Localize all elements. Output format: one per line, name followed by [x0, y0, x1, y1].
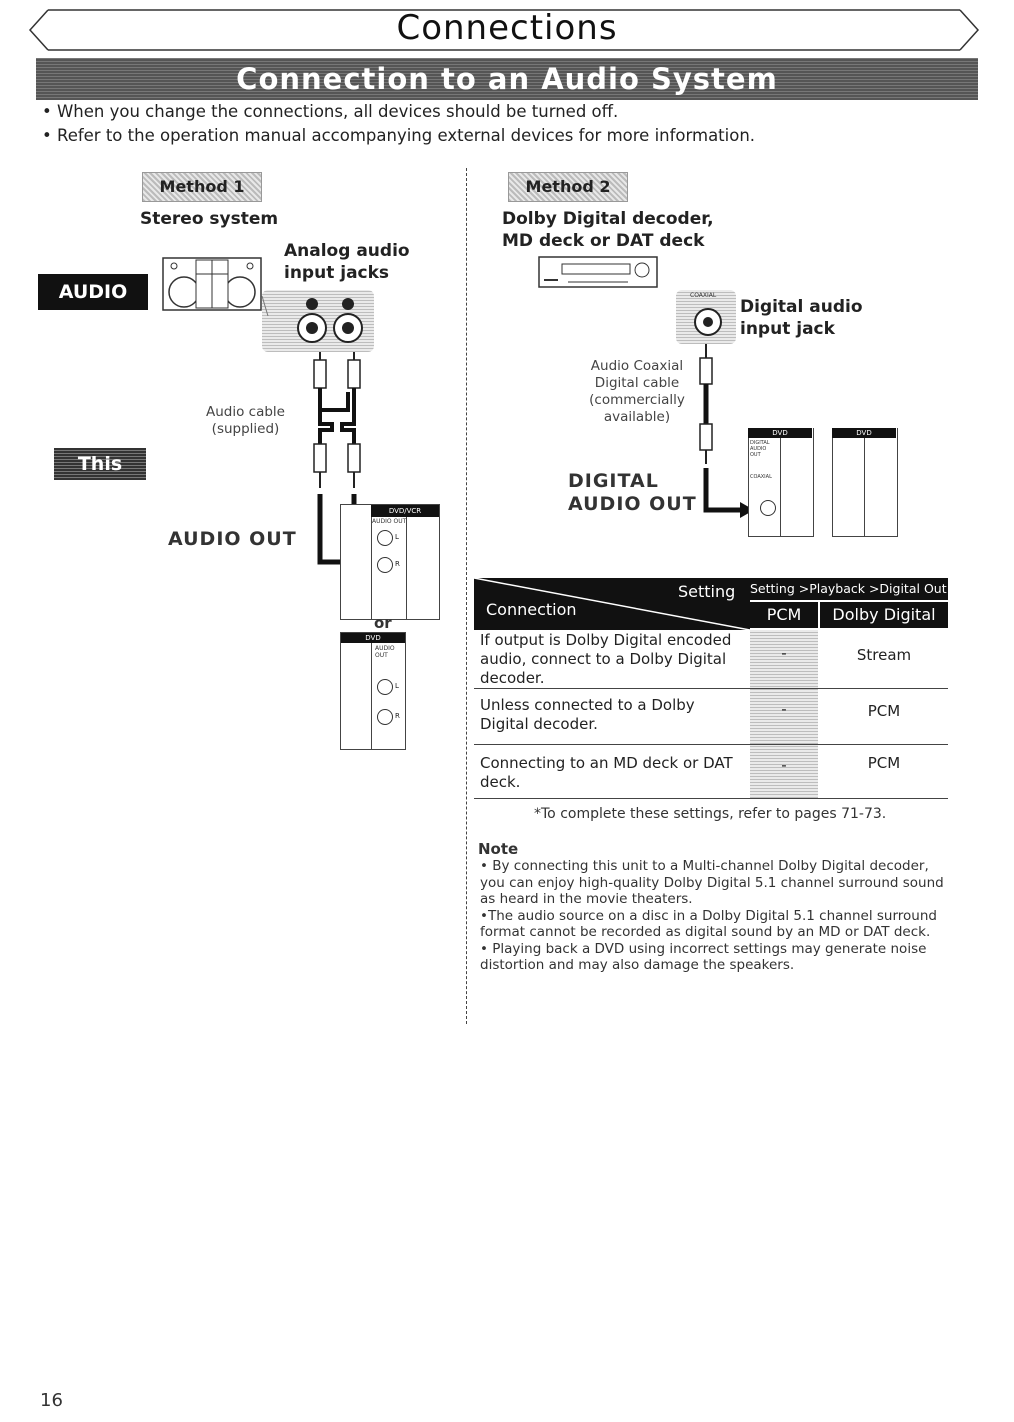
- analog-jacks-line1: Analog audio: [284, 241, 410, 261]
- or-label: or: [374, 614, 392, 632]
- method2-badge: Method 2: [508, 172, 628, 202]
- analog-jacks-label: Analog audio input jacks: [284, 240, 410, 284]
- device-coaxial-tag: COAXIAL: [690, 292, 717, 299]
- audio-cable-line2: (supplied): [211, 421, 280, 437]
- method2-device-line2: MD deck or DAT deck: [502, 231, 705, 251]
- col-pcm: PCM: [750, 602, 818, 628]
- unit-panel-column: [371, 517, 407, 619]
- jack-l: [377, 530, 393, 546]
- jack-r: [377, 557, 393, 573]
- digital-out-line2: AUDIO OUT: [568, 493, 697, 515]
- coax-cable-line2: Digital cable: [594, 375, 680, 391]
- unit-digital-divider-2: [864, 438, 865, 536]
- page-title: Connections: [396, 8, 618, 48]
- digital-jack-line2: input jack: [740, 319, 835, 339]
- row-pcm-value: -: [781, 644, 787, 662]
- table-row: If output is Dolby Digital encoded audio…: [474, 630, 948, 689]
- row-connection-text: Unless connected to a Dolby Digital deco…: [480, 696, 695, 733]
- settings-table-body: If output is Dolby Digital encoded audio…: [474, 630, 948, 799]
- audio-tag: AUDIO: [38, 274, 148, 310]
- unit-digital-header: DVD: [748, 428, 812, 438]
- note-item: • By connecting this unit to a Multi-cha…: [480, 858, 944, 907]
- setting-header-label: Setting: [678, 582, 736, 601]
- audio-out-label: AUDIO OUT: [168, 528, 297, 550]
- this-unit-tag: This unit: [54, 448, 146, 507]
- audio-cable-line1: Audio cable: [206, 404, 285, 420]
- col-dolby-digital: Dolby Digital: [820, 602, 948, 628]
- settings-path: Setting >Playback >Digital Out >: [750, 578, 961, 600]
- pcm-column-shade: [750, 630, 818, 798]
- unit-panel-digital: DVD DIGITAL AUDIO OUT COAXIAL DVD: [748, 428, 898, 537]
- row-pcm-value: -: [781, 700, 787, 718]
- unit-jack-label: AUDIO OUT: [372, 518, 407, 525]
- unit-digital-divider: [780, 438, 781, 536]
- digital-jack-label: Digital audio input jack: [740, 296, 863, 340]
- row-dolby-value: PCM: [867, 702, 901, 720]
- setting-connection-header: [474, 578, 750, 630]
- note-list: • By connecting this unit to a Multi-cha…: [480, 858, 950, 974]
- unit2-panel-column: [371, 643, 406, 749]
- table-row: Connecting to an MD deck or DAT deck. - …: [474, 744, 948, 799]
- unit2-jack-r: [377, 709, 393, 725]
- digital-out-label: DIGITAL AUDIO OUT: [568, 470, 697, 516]
- coaxial-jack-icon: [694, 308, 722, 336]
- unit-panel-dvdvcr: DVD/VCR AUDIO OUT L R: [340, 504, 440, 620]
- unit-panel-dvd: DVD AUDIO OUT L R: [340, 632, 406, 750]
- coax-cable-line4: available): [603, 409, 671, 425]
- table-row: Unless connected to a Dolby Digital deco…: [474, 688, 948, 745]
- title-frame: [28, 9, 980, 51]
- method1-device-label: Stereo system: [140, 209, 279, 229]
- jack-l-label: L: [395, 533, 399, 541]
- unit-coaxial-jack: [760, 500, 776, 516]
- unit2-jack-l: [377, 679, 393, 695]
- unit-coaxial-label: COAXIAL: [750, 474, 772, 480]
- note-title: Note: [478, 840, 519, 858]
- audio-cable-label: Audio cable (supplied): [206, 404, 285, 438]
- note-item: • Playing back a DVD using incorrect set…: [480, 940, 927, 974]
- unit-panel-digital-left: [748, 428, 814, 537]
- unit-digital-header-2: DVD: [832, 428, 896, 438]
- row-connection-text: If output is Dolby Digital encoded audio…: [480, 631, 732, 687]
- unit2-jack-r-label: R: [395, 712, 400, 720]
- row-pcm-value: -: [781, 756, 787, 774]
- analog-jacks-line2: input jacks: [284, 263, 390, 283]
- method2-device-label: Dolby Digital decoder, MD deck or DAT de…: [502, 208, 714, 252]
- method1-badge: Method 1: [142, 172, 262, 202]
- row-dolby-value: Stream: [856, 646, 912, 664]
- unit2-panel-header: DVD: [341, 633, 405, 643]
- section-title: Connection to an Audio System: [236, 62, 778, 96]
- unit2-jack-label: AUDIO OUT: [375, 645, 395, 659]
- digital-jack-line1: Digital audio: [740, 297, 863, 317]
- connection-header-label: Connection: [486, 600, 577, 619]
- unit-panel-header: DVD/VCR: [371, 505, 439, 517]
- coax-cable-line3: (commercially: [589, 392, 685, 408]
- row-dolby-value: PCM: [867, 754, 901, 772]
- method2-device-line1: Dolby Digital decoder,: [502, 209, 714, 229]
- coax-cable-label: Audio Coaxial Digital cable (commerciall…: [586, 358, 688, 426]
- page-number: 16: [40, 1390, 63, 1411]
- jack-r-label: R: [395, 560, 400, 568]
- digital-out-line1: DIGITAL: [568, 470, 659, 492]
- unit-panel-digital-right: [832, 428, 898, 537]
- row-connection-text: Connecting to an MD deck or DAT deck.: [480, 754, 733, 791]
- table-footnote: *To complete these settings, refer to pa…: [534, 806, 887, 822]
- coax-cable-line1: Audio Coaxial: [590, 358, 684, 374]
- coax-cable-icon: [699, 344, 754, 518]
- column-divider: [466, 168, 467, 1024]
- intro-bullet-1: • When you change the connections, all d…: [42, 102, 619, 121]
- note-item: •The audio source on a disc in a Dolby D…: [480, 907, 937, 941]
- intro-bullet-2: • Refer to the operation manual accompan…: [42, 126, 756, 145]
- decoder-device-icon: [538, 256, 658, 288]
- unit2-jack-l-label: L: [395, 682, 399, 690]
- analog-jacks-icon: [297, 298, 363, 343]
- zoom-lines: [261, 296, 269, 316]
- section-banner: [36, 58, 978, 100]
- stereo-system-icon: [162, 257, 262, 311]
- unit-digital-jack-label: DIGITAL AUDIO OUT: [750, 440, 770, 458]
